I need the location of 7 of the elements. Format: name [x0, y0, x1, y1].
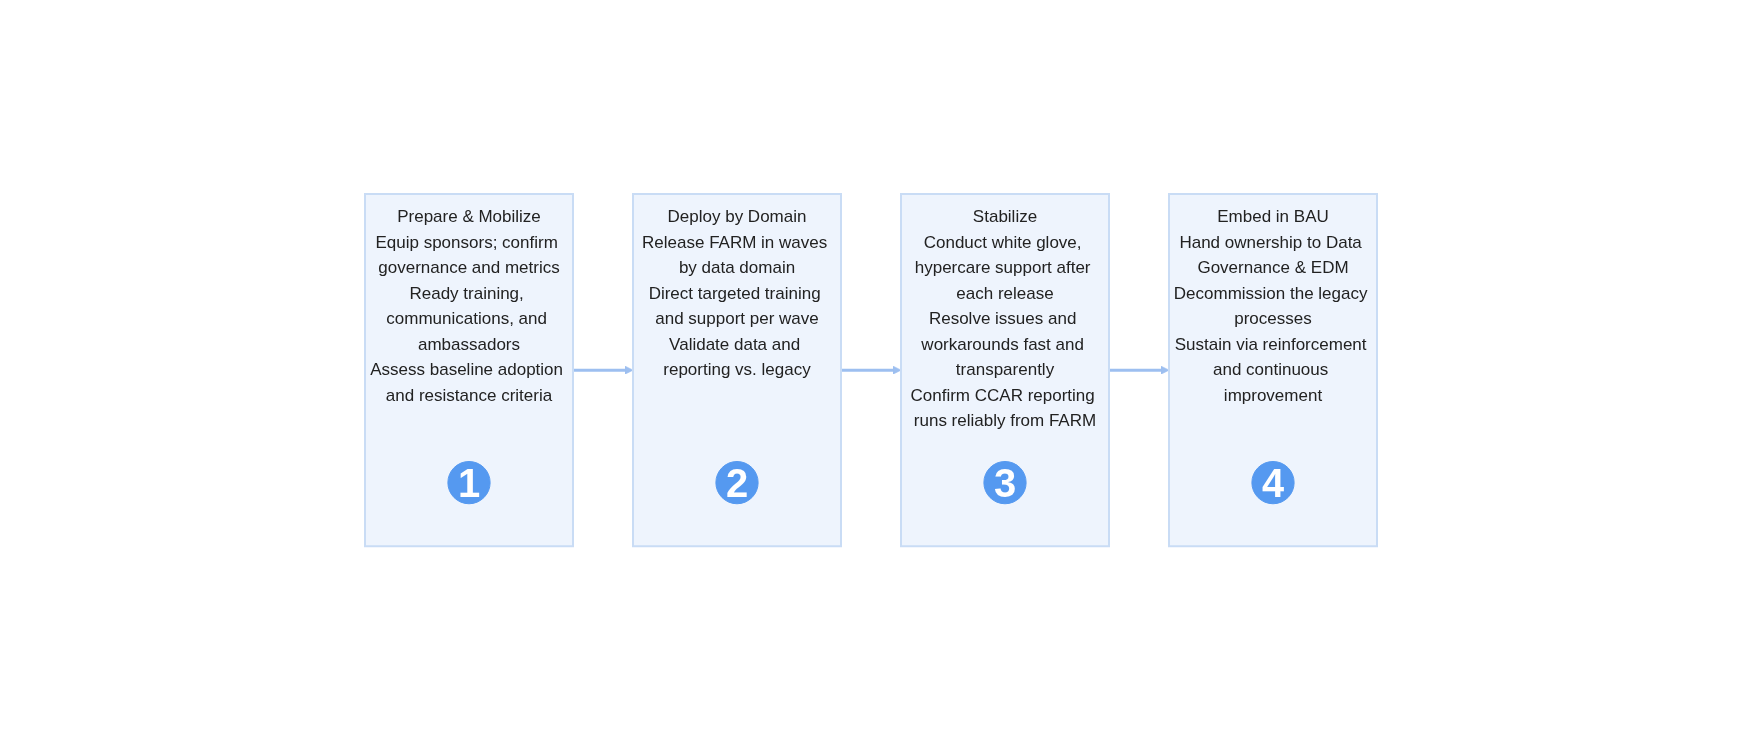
node-circle: 2	[714, 460, 759, 505]
node-circle: 1	[446, 460, 491, 505]
node-circle: 4	[1250, 460, 1295, 505]
node-circle: 3	[982, 460, 1027, 505]
arrow	[572, 365, 633, 375]
arrow	[840, 365, 901, 375]
arrow	[1108, 365, 1169, 375]
